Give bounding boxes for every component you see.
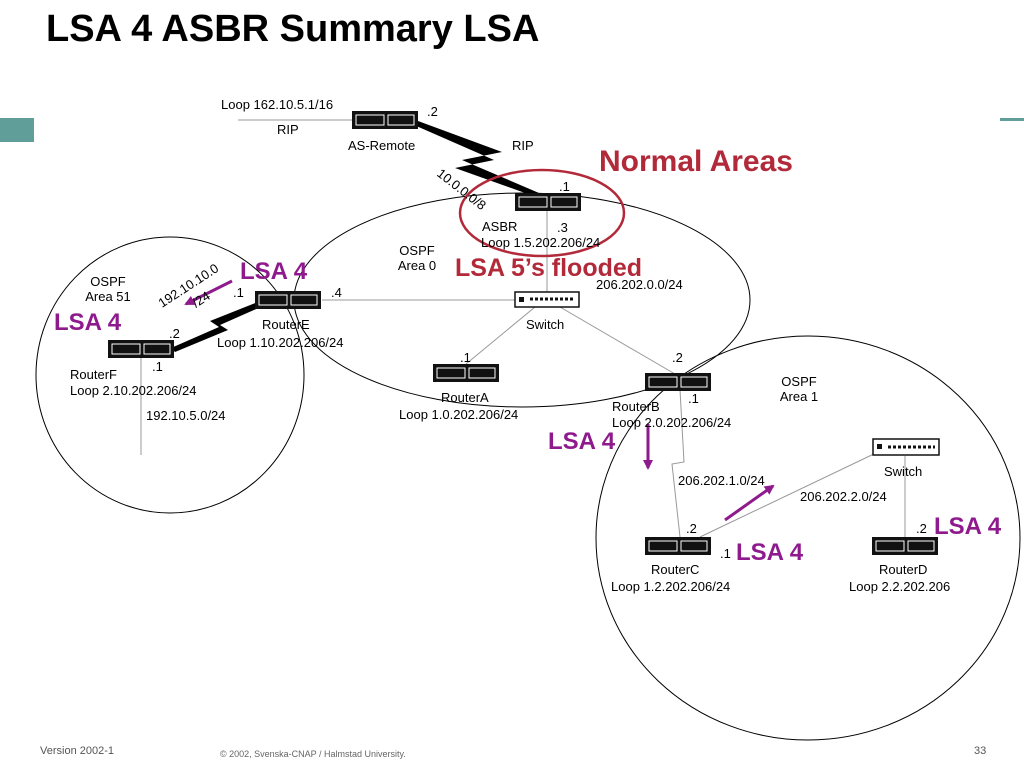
area1-switch	[872, 438, 940, 456]
lsa4-label-routerc: LSA 4	[736, 539, 804, 566]
area1-boundary	[595, 335, 1021, 741]
slide-corner-line	[1000, 118, 1024, 121]
routerb-name-label: RouterB	[612, 399, 660, 414]
routera-router	[433, 364, 499, 382]
area51-label-line1: OSPF	[90, 274, 126, 289]
area51-label-line2: Area 51	[85, 289, 131, 304]
routerf-if1-label: .1	[152, 359, 163, 374]
routerf-lan-label: 192.10.5.0/24	[146, 408, 226, 423]
routere-name-label: RouterE	[262, 317, 310, 332]
routerb-if2-label: .2	[672, 350, 683, 365]
rip-left-label: RIP	[277, 122, 299, 137]
area1-lan-net-label: 206.202.2.0/24	[800, 489, 887, 504]
slide-corner-decoration	[0, 118, 34, 142]
routerf-router	[108, 340, 174, 358]
routerb-loop-label: Loop 2.0.202.206/24	[612, 415, 732, 430]
routera-loop-label: Loop 1.0.202.206/24	[399, 407, 519, 422]
routerf-if2-label: .2	[169, 326, 180, 341]
area0-net-label: 206.202.0.0/24	[596, 277, 683, 292]
as-remote-router	[352, 111, 418, 129]
area51-label: OSPF Area 51	[78, 274, 138, 304]
lsa5-flooded-heading: LSA 5’s flooded	[455, 254, 643, 282]
asbr-if3-label: .3	[557, 220, 568, 235]
area0-label-line2: Area 0	[397, 258, 437, 273]
area1-label: OSPF Area 1	[773, 374, 825, 404]
as-remote-loop-label: Loop 162.10.5.1/16	[221, 97, 334, 112]
lsa4-label-routere: LSA 4	[240, 258, 308, 285]
footer-page-number: 33	[974, 745, 987, 757]
routerc-if1-label: .1	[720, 546, 731, 561]
routere-router	[255, 291, 321, 309]
routere-if4-label: .4	[331, 285, 342, 300]
asbr-router	[515, 193, 581, 211]
routerd-loop-label: Loop 2.2.202.206	[849, 579, 951, 594]
routerb-switch-link	[559, 306, 676, 375]
lsa4-label-routerb: LSA 4	[548, 428, 616, 455]
footer-version: Version 2002-1	[40, 745, 114, 757]
routerb-routerc-net-label: 206.202.1.0/24	[678, 473, 765, 488]
as-remote-asbr-serial	[414, 121, 546, 199]
rip-right-label: RIP	[512, 138, 534, 153]
routerb-if1-label: .1	[688, 391, 699, 406]
routerc-if2-label: .2	[686, 521, 697, 536]
lsa4-label-area51: LSA 4	[54, 309, 122, 336]
as-remote-if-label: .2	[427, 104, 438, 119]
routera-if1-label: .1	[460, 350, 471, 365]
slide-title: LSA 4 ASBR Summary LSA	[46, 8, 540, 50]
routerf-routere-serial	[171, 298, 272, 352]
area0-label-line1: OSPF	[399, 243, 435, 258]
routerc-loop-label: Loop 1.2.202.206/24	[611, 579, 731, 594]
routere-loop-label: Loop 1.10.202.206/24	[217, 335, 344, 350]
normal-areas-heading: Normal Areas	[599, 145, 793, 178]
area1-label-line1: OSPF	[781, 374, 817, 389]
area1-switch-label: Switch	[884, 464, 923, 479]
routerf-loop-label: Loop 2.10.202.206/24	[70, 383, 197, 398]
routerd-if2-label: .2	[916, 521, 927, 536]
asbr-name-label: ASBR	[482, 219, 518, 234]
routerb-router	[645, 373, 711, 391]
lsa4-arrow-routerc-up	[724, 484, 775, 522]
routera-switch-link	[465, 306, 536, 365]
switch2-routerc-link	[699, 451, 879, 538]
lsa4-arrow-area51	[184, 279, 233, 306]
routerc-router	[645, 537, 711, 555]
routerd-router	[872, 537, 938, 555]
asbr-loop-label: Loop 1.5.202.206/24	[481, 235, 601, 250]
area0-switch-label: Switch	[526, 317, 565, 332]
routerc-name-label: RouterC	[651, 562, 700, 577]
routera-name-label: RouterA	[441, 390, 489, 405]
routerd-name-label: RouterD	[879, 562, 928, 577]
area51-boundary	[35, 236, 305, 514]
area0-label: OSPF Area 0	[392, 243, 442, 273]
as-remote-name-label: AS-Remote	[348, 138, 416, 153]
routerf-name-label: RouterF	[70, 367, 117, 382]
area1-label-line2: Area 1	[779, 389, 819, 404]
normal-areas-highlight	[458, 168, 626, 258]
routerb-routerc-serial	[671, 389, 685, 538]
footer-copyright: © 2002, Svenska-CNAP / Halmstad Universi…	[220, 749, 406, 759]
area0-switch	[514, 291, 580, 308]
asbr-if1-label: .1	[559, 179, 570, 194]
lsa4-label-routerd: LSA 4	[934, 513, 1002, 540]
routere-if1-label: .1	[233, 285, 244, 300]
